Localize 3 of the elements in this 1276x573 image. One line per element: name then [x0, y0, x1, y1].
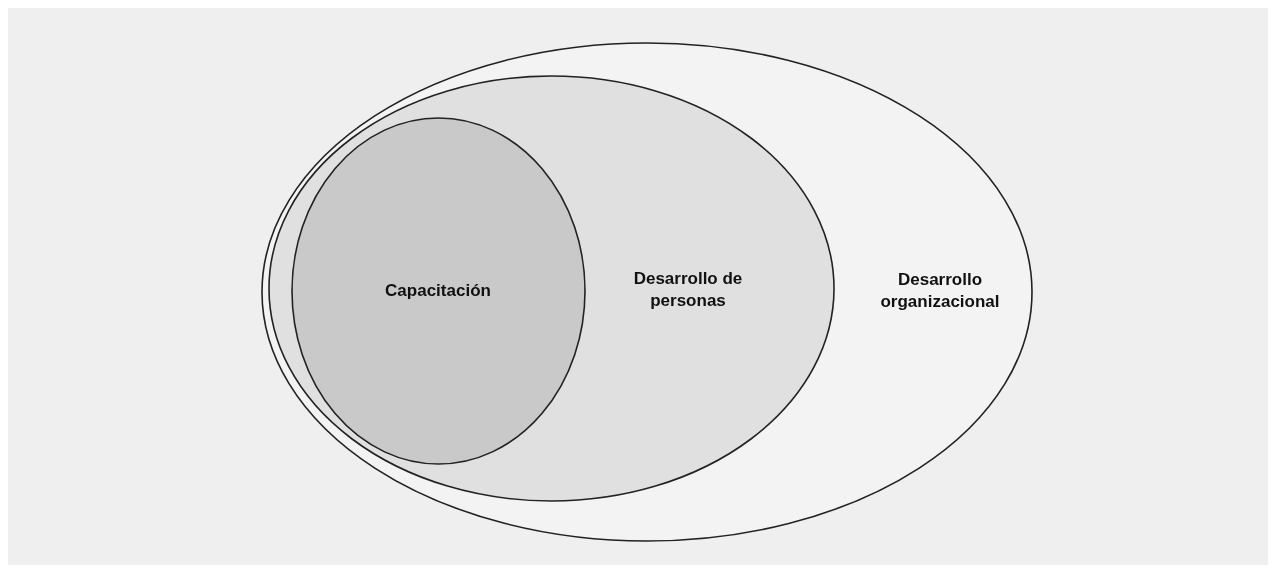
set-label: Desarrollo organizacional: [879, 269, 1001, 313]
set-label: Capacitación: [384, 280, 492, 302]
set-label: Desarrollo de personas: [632, 268, 744, 312]
